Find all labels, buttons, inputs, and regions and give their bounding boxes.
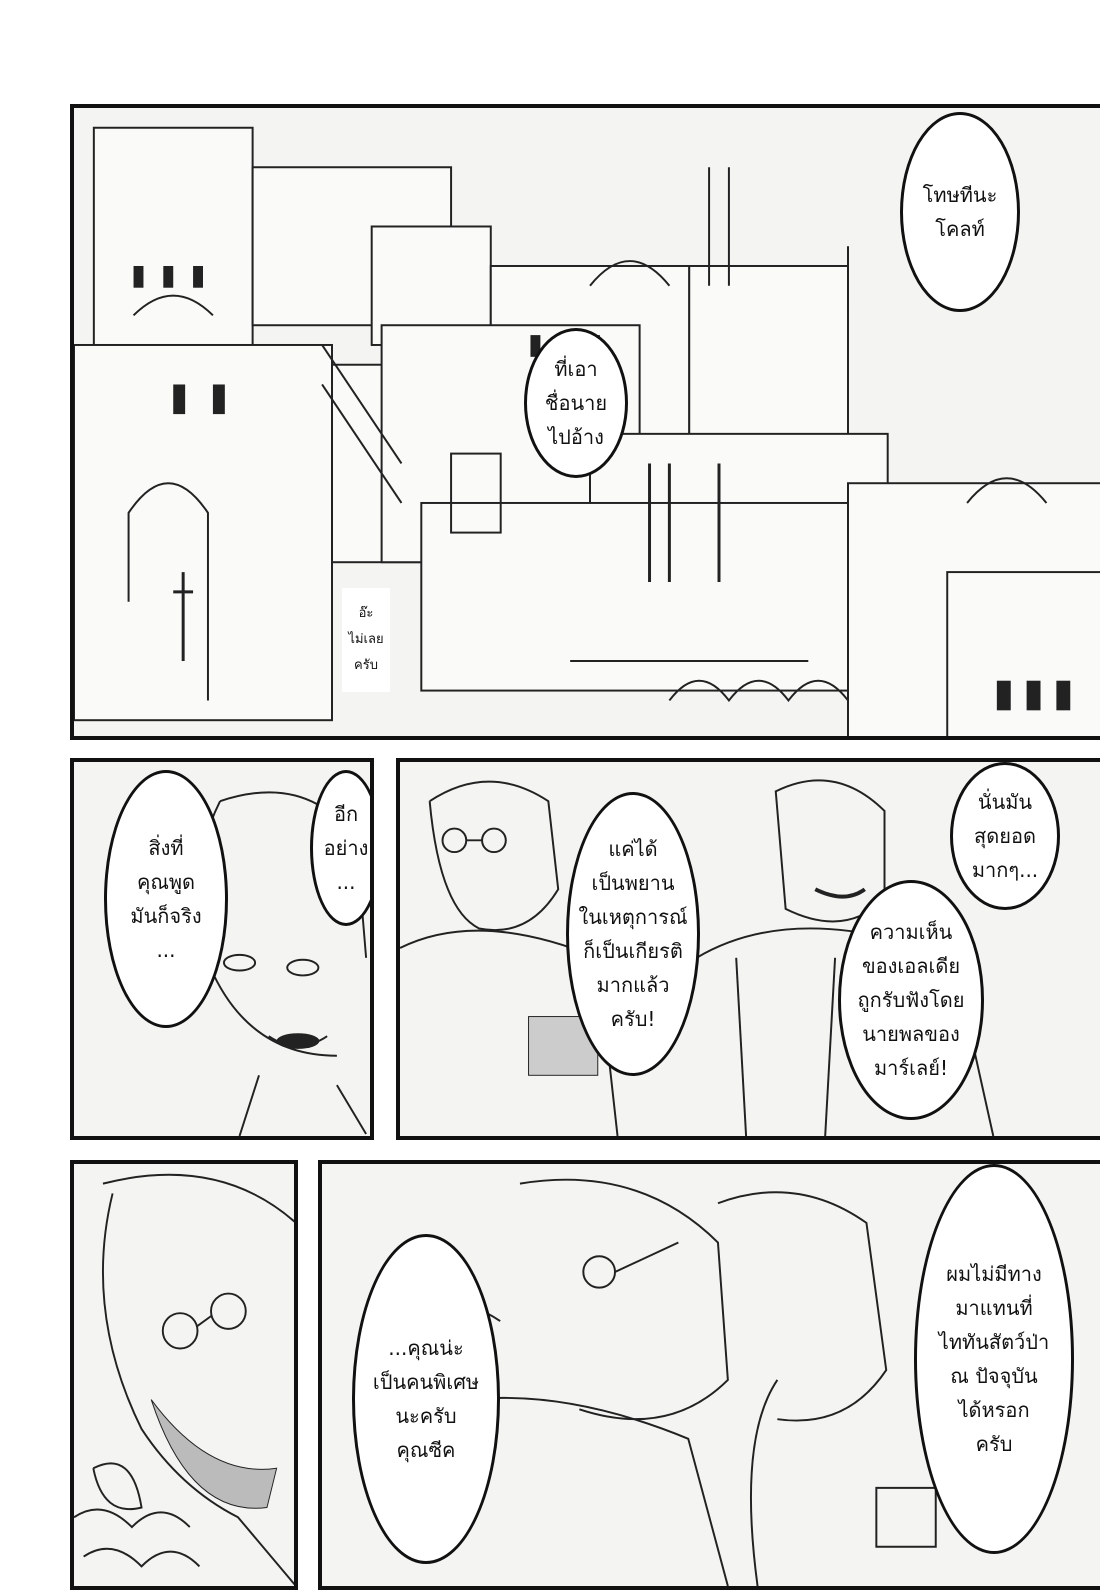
panel-city: โทษทีนะ โคลท์ ที่เอา ชื่อนาย ไปอ้าง อ๊ะ … <box>70 104 1100 740</box>
bubble-line: ณ ปัจจุบัน <box>950 1364 1038 1388</box>
bubble-line: ครับ! <box>610 1007 656 1031</box>
bubble-line: มันก็จริง <box>130 904 202 928</box>
speech-bubble-also: อีก อย่าง ... <box>310 770 370 926</box>
bubble-line: ของเอลเดีย <box>861 954 961 978</box>
panel-smoke: ...คุณน่ะ เป็นคนพิเศษ นะครับ คุณซีค ผมไม… <box>318 1160 1100 1590</box>
caption-line: ครับ <box>354 658 378 673</box>
bubble-line: เป็นพยาน <box>591 871 675 895</box>
bubble-line: ... <box>156 938 176 962</box>
zeke-profile <box>74 1173 294 1586</box>
bubble-line: ได้หรอก <box>958 1398 1030 1422</box>
bubble-line: มากแล้ว <box>596 973 670 997</box>
speech-bubble-amazing: นั่นมัน สุดยอด มากๆ... <box>950 762 1060 910</box>
speech-bubble-replace: ผมไม่มีทาง มาแทนที่ ไททันสัตว์ป่า ณ ปัจจ… <box>914 1164 1074 1554</box>
bubble-line: ถูกรับฟังโดย <box>857 988 965 1012</box>
bubble-line: ไปอ้าง <box>548 425 604 449</box>
bubble-line: อีก <box>333 802 359 826</box>
bubble-line: ชื่อนาย <box>544 391 608 415</box>
bubble-line: อย่าง <box>323 836 369 860</box>
bubble-line: ...คุณน่ะ <box>388 1336 464 1360</box>
caption-not-at-all: อ๊ะ ไม่เลย ครับ <box>342 588 390 692</box>
bubble-line: นายพลของ <box>862 1022 960 1046</box>
bubble-line: ผมไม่มีทาง <box>946 1262 1042 1286</box>
bubble-line: ... <box>336 870 356 894</box>
speech-bubble-sorry: โทษทีนะ โคลท์ <box>900 112 1020 312</box>
bubble-line: ก็เป็นเกียรติ <box>583 939 683 963</box>
caption-line: อ๊ะ <box>358 606 374 621</box>
bubble-line: นะครับ <box>395 1404 457 1428</box>
bubble-line: ที่เอา <box>554 357 598 381</box>
bubble-line: มากๆ... <box>971 858 1039 882</box>
speech-bubble-opinion: ความเห็น ของเอลเดีย ถูกรับฟังโดย นายพลขอ… <box>838 880 984 1120</box>
bubble-line: มาแทนที่ <box>955 1296 1033 1320</box>
bubble-line: คุณซีค <box>396 1438 456 1462</box>
city-illustration <box>74 126 1100 736</box>
bubble-line: ในเหตุการณ์ <box>578 905 688 929</box>
speech-bubble-honor: แค่ได้ เป็นพยาน ในเหตุการณ์ ก็เป็นเกียรต… <box>566 792 700 1076</box>
bubble-line: คุณพูด <box>136 870 196 894</box>
bubble-line: ความเห็น <box>869 920 953 944</box>
bubble-line: นั่นมัน <box>977 790 1033 814</box>
bubble-line: เป็นคนพิเศษ <box>372 1370 480 1394</box>
panel-left-man: สิ่งที่ คุณพูด มันก็จริง ... อีก อย่าง .… <box>70 758 374 1140</box>
bubble-line: มาร์เลย์! <box>874 1056 948 1080</box>
panel-two-men: แค่ได้ เป็นพยาน ในเหตุการณ์ ก็เป็นเกียรต… <box>396 758 1100 1140</box>
bubble-line: ครับ <box>975 1432 1013 1456</box>
speech-bubble-what-you-said: สิ่งที่ คุณพูด มันก็จริง ... <box>104 770 228 1028</box>
panel-zeke <box>70 1160 298 1590</box>
bubble-line: โทษทีนะ <box>922 183 998 207</box>
bubble-line: สิ่งที่ <box>148 836 184 860</box>
speech-bubble-special: ...คุณน่ะ เป็นคนพิเศษ นะครับ คุณซีค <box>352 1234 500 1564</box>
bubble-line: แค่ได้ <box>608 837 658 861</box>
bubble-line: ไททันสัตว์ป่า <box>938 1330 1050 1354</box>
bubble-line: สุดยอด <box>974 824 1036 848</box>
caption-line: ไม่เลย <box>348 632 384 647</box>
speech-bubble-using-name: ที่เอา ชื่อนาย ไปอ้าง <box>524 328 628 478</box>
bubble-line: โคลท์ <box>935 217 985 241</box>
